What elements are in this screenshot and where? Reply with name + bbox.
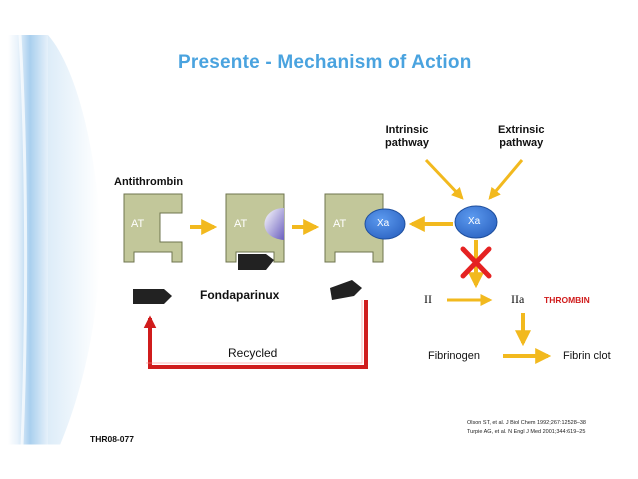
antithrombin-label: Antithrombin (114, 176, 184, 188)
slide-id: THR08-077 (90, 434, 134, 444)
arrow-extrinsic-to-xa (488, 159, 524, 200)
thrombin-label: THROMBIN (544, 295, 590, 305)
at-label-2: AT (234, 218, 248, 230)
recycled-label: Recycled (228, 346, 278, 360)
recycle-loop (143, 300, 368, 369)
fondaparinux-bound-shape (264, 208, 284, 240)
fondaparinux-molecule (238, 254, 274, 270)
antithrombin-block-2 (225, 193, 285, 270)
factor-iia-label: IIa (511, 292, 525, 306)
citation-2: Turpie AG, et al. N Engl J Med 2001;344:… (467, 429, 586, 435)
xa-label-free: Xa (468, 216, 481, 227)
fondaparinux-released-molecule (330, 280, 362, 300)
fondaparinux-free-molecule (133, 289, 172, 304)
fibrinogen-label: Fibrinogen (428, 350, 480, 362)
fondaparinux-label: Fondaparinux (200, 288, 280, 302)
factor-xa-free (454, 205, 498, 239)
slide-title: Presente - Mechanism of Action (178, 52, 472, 73)
citation-1: Olson ST, et al. J Biol Chem 1992;267:12… (467, 420, 586, 426)
extrinsic-pathway-label: Extrinsic pathway (498, 124, 545, 149)
xa-label-bound: Xa (377, 218, 390, 229)
factor-xa-bound (364, 208, 406, 240)
at-label-1: AT (131, 218, 145, 230)
intrinsic-pathway-label: Intrinsic pathway (385, 124, 430, 149)
fibrin-clot-label: Fibrin clot (563, 350, 611, 362)
arrow-intrinsic-to-xa (424, 158, 464, 200)
at-label-3: AT (333, 218, 347, 230)
antithrombin-block-1 (123, 193, 183, 263)
left-decorative-band (8, 34, 100, 446)
flow-arrows (190, 158, 552, 364)
factor-ii-label: II (424, 292, 432, 306)
inhibition-cross-icon (460, 246, 492, 279)
